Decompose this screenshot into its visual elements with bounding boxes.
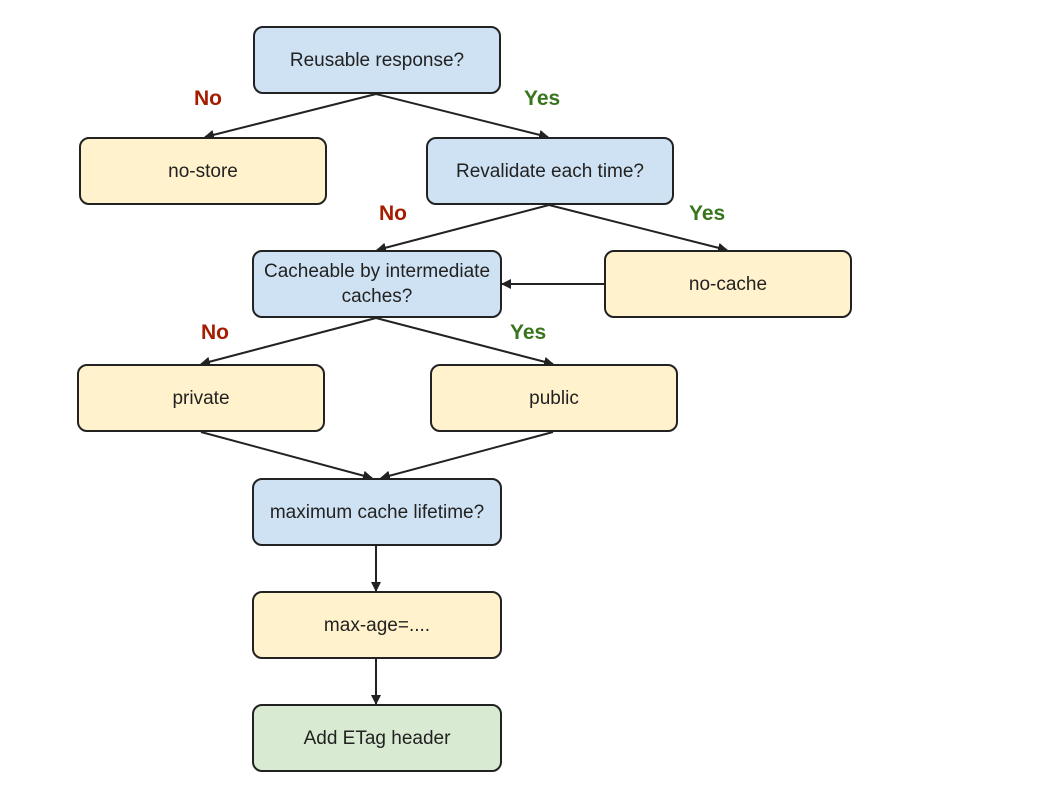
edge-label-cacheable-no: No [201,321,229,344]
arrow-revalidate-to-no-cache [548,204,728,253]
arrow-reusable-to-no-store [204,93,377,140]
max-cache-lifetime-question: maximum cache lifetime? [252,478,502,546]
reusable-response-question: Reusable response? [253,26,501,94]
no-cache-answer: no-cache [604,250,852,318]
revalidate-question: Revalidate each time? [426,137,674,205]
arrow-public-to-max-lifetime [380,431,554,481]
cacheable-question: Cacheable by intermediate caches? [252,250,502,318]
arrow-cacheable-to-public [375,317,554,367]
arrow-private-to-max-lifetime [200,431,373,481]
arrow-revalidate-to-cacheable [376,204,550,253]
arrow-reusable-to-revalidate [375,93,549,140]
arrow-cacheable-to-private [200,317,377,367]
private-answer: private [77,364,325,432]
max-age-answer: max-age=.... [252,591,502,659]
edge-label-reusable-no: No [194,87,222,110]
add-etag-header-step: Add ETag header [252,704,502,772]
edge-label-revalidate-no: No [379,202,407,225]
edge-label-revalidate-yes: Yes [689,202,726,225]
public-answer: public [430,364,678,432]
edge-label-reusable-yes: Yes [524,87,561,110]
edge-label-cacheable-yes: Yes [510,321,547,344]
no-store-answer: no-store [79,137,327,205]
